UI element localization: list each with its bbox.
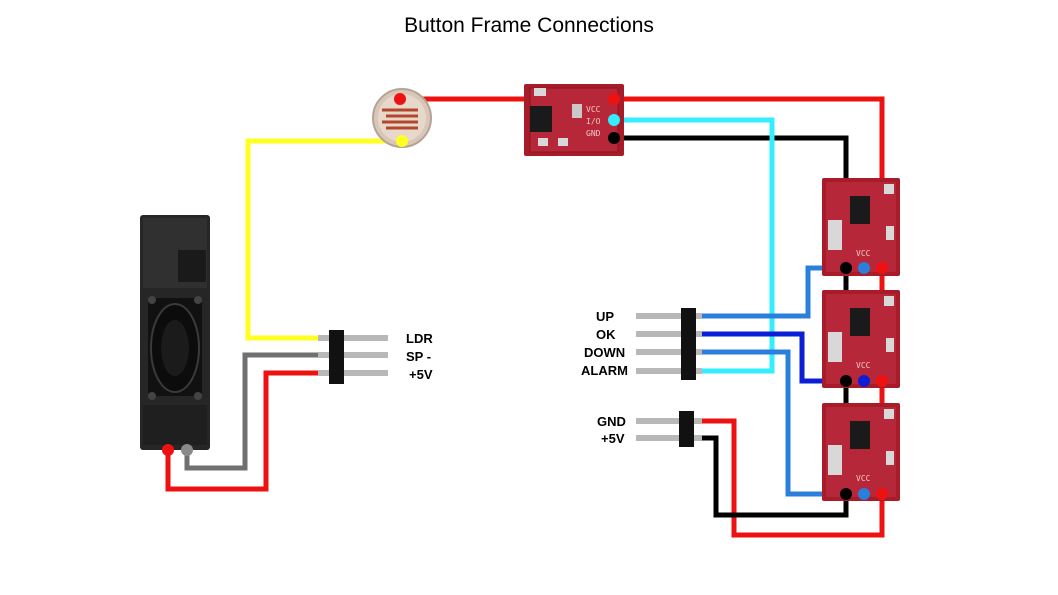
signal-label-ok: OK bbox=[596, 327, 616, 342]
touch-sensor-module-icon: VCC bbox=[822, 290, 900, 388]
wires bbox=[165, 96, 885, 538]
wire-ldr-yellow bbox=[245, 138, 402, 341]
touch-modules-right: VCC VCC VCC bbox=[822, 178, 900, 501]
touch-sensor-module-icon: VCC I/O GND bbox=[524, 84, 624, 156]
signal-pin-header: UP OK DOWN ALARM bbox=[581, 308, 702, 380]
wire-red-top-bus bbox=[400, 96, 885, 538]
diagram-title: Button Frame Connections bbox=[404, 14, 654, 37]
signal-label-up: UP bbox=[596, 309, 614, 324]
svg-text:VCC: VCC bbox=[586, 105, 601, 114]
svg-text:VCC: VCC bbox=[856, 474, 871, 483]
signal-label-alarm: ALARM bbox=[581, 363, 628, 378]
speaker-icon bbox=[140, 215, 210, 456]
wire-speaker-red bbox=[165, 370, 330, 492]
wire-cyan-alarm bbox=[614, 117, 775, 374]
power-label-5v: +5V bbox=[601, 431, 625, 446]
svg-text:VCC: VCC bbox=[856, 361, 871, 370]
svg-text:VCC: VCC bbox=[856, 249, 871, 258]
touch-sensor-module-icon: VCC bbox=[822, 403, 900, 501]
wire-black-bus bbox=[614, 135, 849, 518]
wire-speaker-gray bbox=[184, 352, 330, 471]
power-pin-header: GND +5V bbox=[597, 411, 702, 447]
left-pin-header: LDR SP - +5V bbox=[318, 330, 433, 384]
touch-sensor-module-icon: VCC bbox=[822, 178, 900, 276]
left-header-label-5v: +5V bbox=[409, 367, 433, 382]
power-label-gnd: GND bbox=[597, 414, 626, 429]
svg-text:GND: GND bbox=[586, 129, 601, 138]
left-header-label-sp: SP - bbox=[406, 349, 431, 364]
signal-label-down: DOWN bbox=[584, 345, 625, 360]
ldr-sensor-icon bbox=[372, 88, 432, 148]
left-header-label-ldr: LDR bbox=[406, 331, 433, 346]
svg-text:I/O: I/O bbox=[586, 117, 601, 126]
